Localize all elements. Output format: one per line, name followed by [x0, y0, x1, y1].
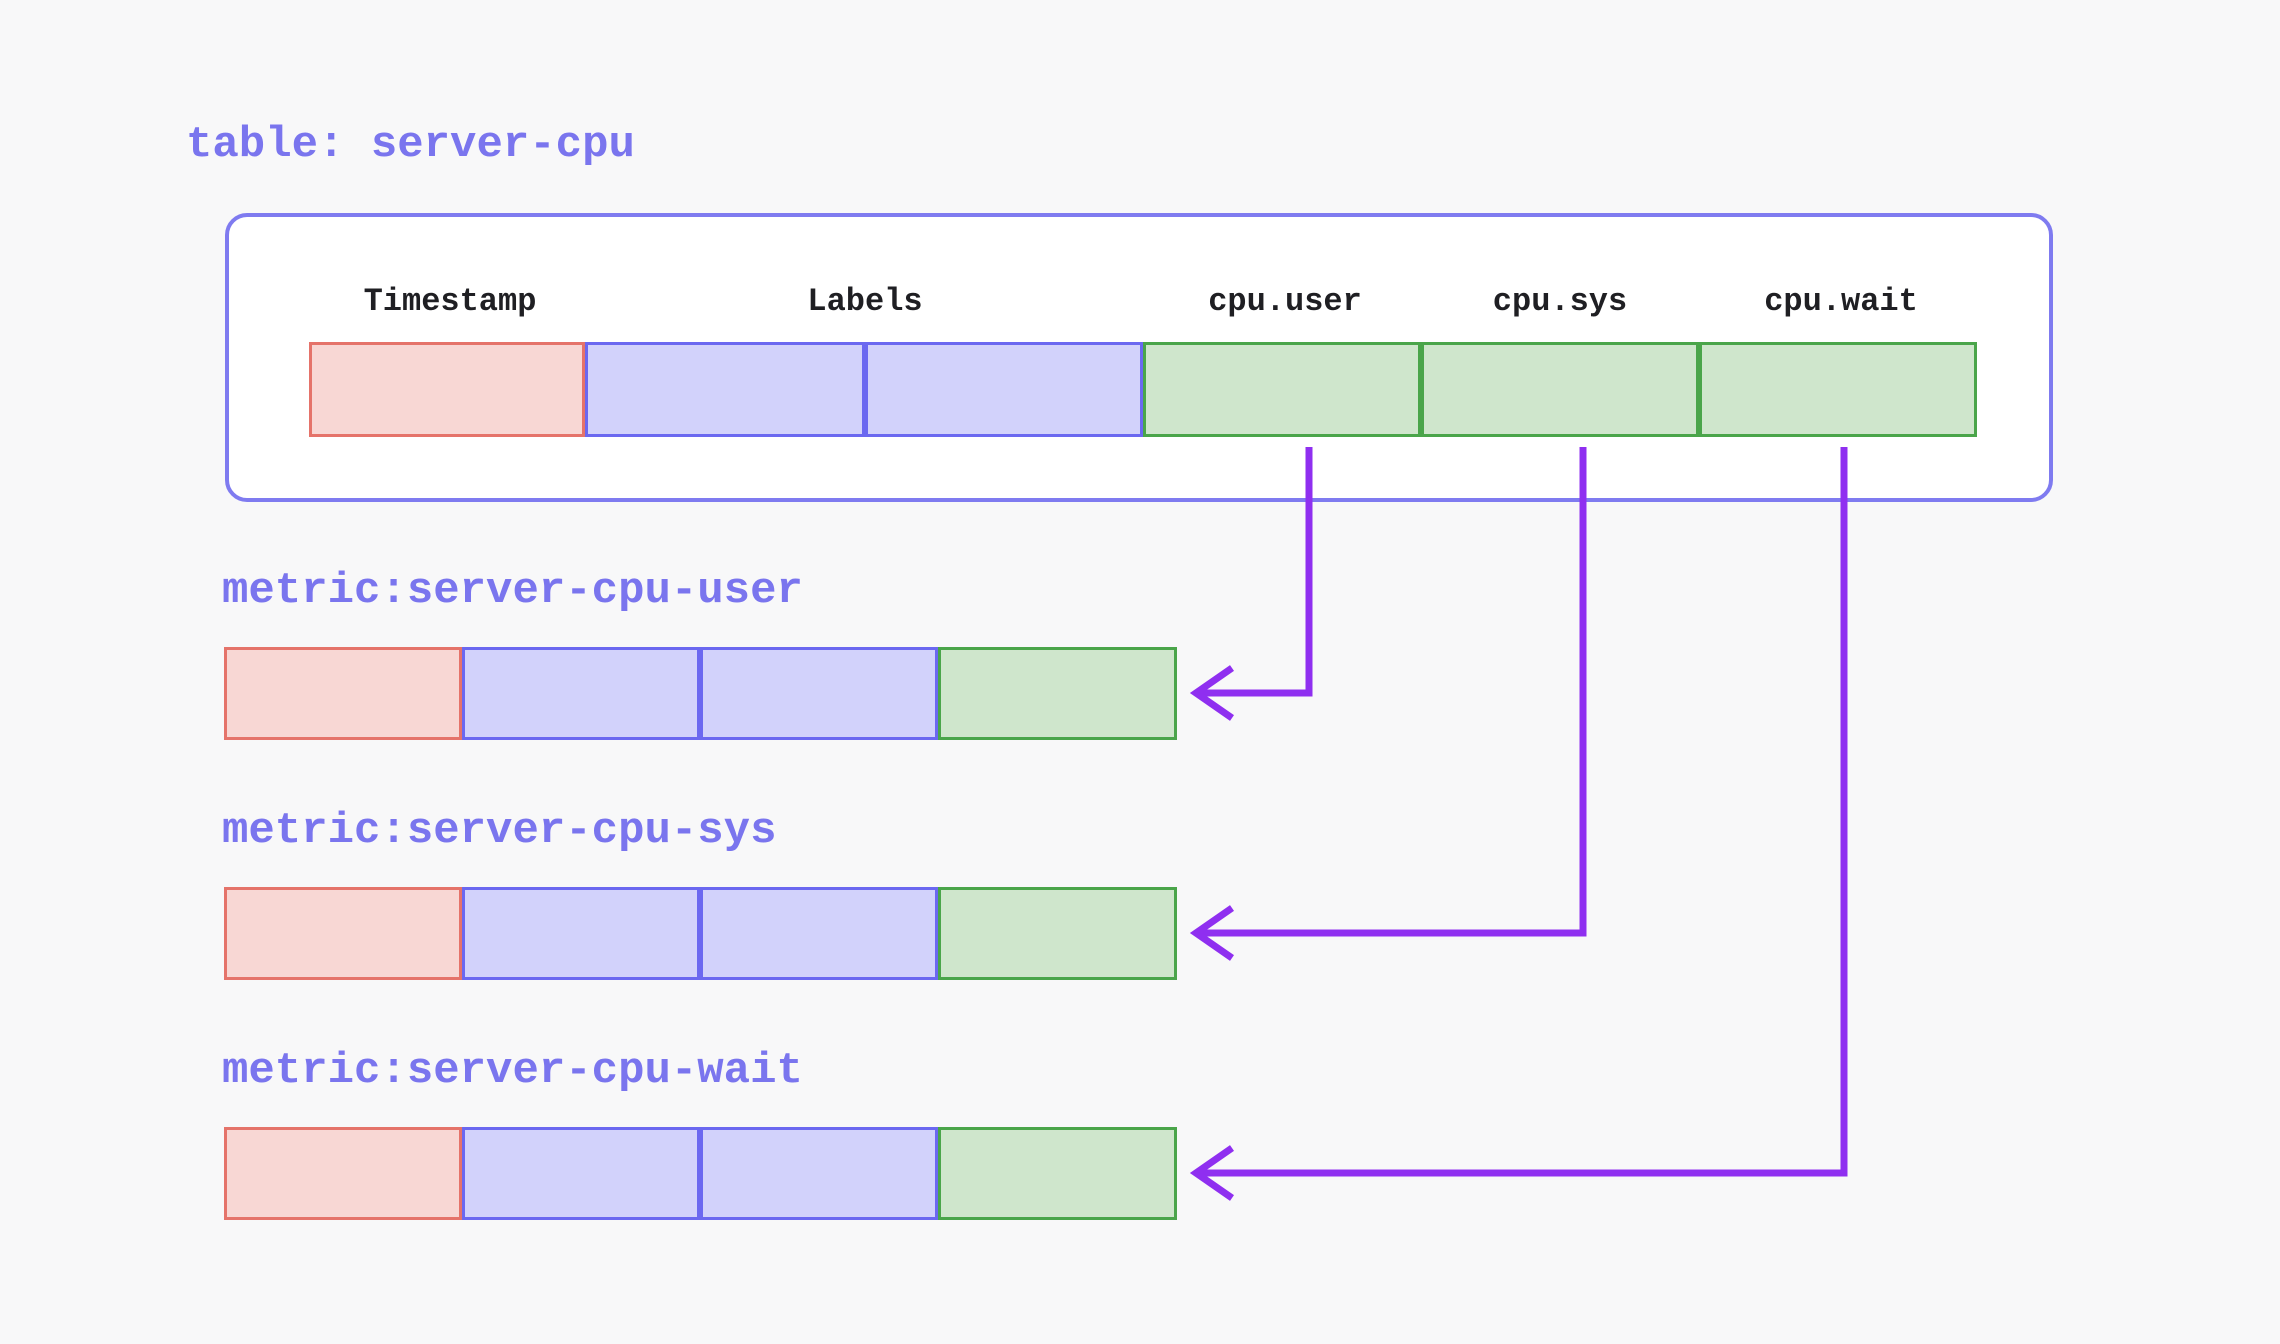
metric-title-server-cpu-wait: metric:server-cpu-wait: [222, 1046, 803, 1096]
labels-cell: [700, 887, 938, 980]
table-box: Timestamp Labels cpu.user cpu.sys cpu.wa…: [225, 213, 2053, 502]
column-header-cpu-sys: cpu.sys: [1492, 283, 1628, 320]
value-cell-cpu-wait: [1699, 342, 1977, 437]
timestamp-cell: [224, 1127, 462, 1220]
column-header-cpu-user: cpu.user: [1208, 283, 1362, 320]
table-title: table: server-cpu: [186, 120, 635, 170]
metric-title-server-cpu-user: metric:server-cpu-user: [222, 566, 803, 616]
timestamp-cell: [224, 647, 462, 740]
value-cell-cpu-user: [1143, 342, 1421, 437]
value-cell: [938, 647, 1177, 740]
arrow-cpu-sys-to-metric-sys: [1189, 447, 1587, 961]
timestamp-cell: [224, 887, 462, 980]
labels-cell: [462, 887, 700, 980]
labels-cell: [700, 1127, 938, 1220]
value-cell: [938, 887, 1177, 980]
metric-title-server-cpu-sys: metric:server-cpu-sys: [222, 806, 777, 856]
table-row: [309, 342, 1977, 437]
arrow-cpu-wait-to-metric-wait: [1189, 447, 1848, 1201]
column-header-labels: Labels: [807, 283, 923, 320]
column-header-timestamp: Timestamp: [363, 283, 537, 320]
labels-cell: [865, 342, 1143, 437]
metric-row-server-cpu-sys: [224, 887, 1177, 980]
value-cell-cpu-sys: [1421, 342, 1699, 437]
metric-row-server-cpu-wait: [224, 1127, 1177, 1220]
labels-cell: [700, 647, 938, 740]
labels-cell: [585, 342, 865, 437]
timestamp-cell: [309, 342, 585, 437]
column-header-cpu-wait: cpu.wait: [1764, 283, 1918, 320]
labels-cell: [462, 1127, 700, 1220]
labels-cell: [462, 647, 700, 740]
metric-row-server-cpu-user: [224, 647, 1177, 740]
value-cell: [938, 1127, 1177, 1220]
